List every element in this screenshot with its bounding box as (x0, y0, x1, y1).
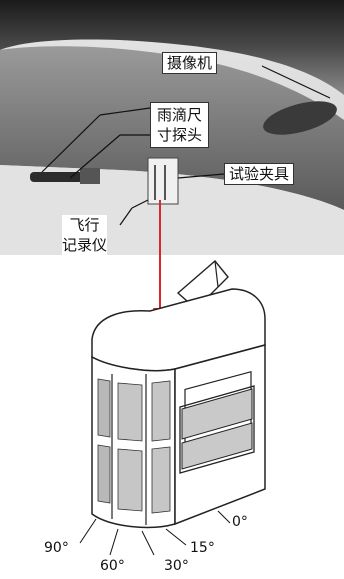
fuselage (0, 0, 344, 95)
angle-15: 15° (190, 540, 215, 556)
fixture-drawing (79, 259, 266, 556)
label-test-fixture: 试验夹具 (224, 163, 295, 185)
droplet-probe (30, 172, 90, 182)
label-camera: 摄像机 (162, 52, 218, 74)
angle-90: 90° (44, 540, 69, 556)
fixture-mini (147, 157, 179, 205)
angle-30: 30° (164, 558, 189, 574)
angle-60: 60° (100, 558, 125, 574)
label-flight-recorder-line1: 飞行 (69, 216, 100, 234)
angle-0: 0° (232, 514, 248, 530)
label-flight-recorder-line2: 记录仪 (62, 236, 108, 254)
label-flight-recorder: 飞行 记录仪 (62, 215, 108, 255)
label-droplet-probe: 雨滴尺 寸探头 (150, 102, 210, 148)
front-panels (97, 374, 171, 525)
label-droplet-probe-line2: 寸探头 (157, 126, 203, 144)
camera-pod (263, 101, 337, 135)
label-droplet-probe-line1: 雨滴尺 (157, 106, 203, 124)
